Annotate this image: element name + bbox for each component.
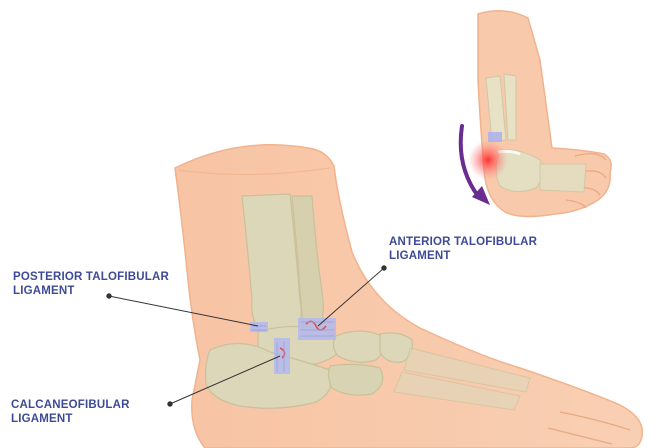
label-calcaneofibular-line1: CALCANEOFIBULAR: [11, 398, 130, 412]
label-posterior-line2: LIGAMENT: [13, 284, 169, 298]
calcaneofibular-ligament: [274, 338, 290, 374]
injury-glow: [468, 140, 508, 180]
anterior-talofibular-ligament: [298, 318, 336, 340]
navicular-bone: [333, 331, 384, 362]
label-anterior-talofibular-ligament: ANTERIOR TALOFIBULAR LIGAMENT: [389, 235, 537, 263]
label-posterior-line1: POSTERIOR TALOFIBULAR: [13, 270, 169, 284]
label-posterior-talofibular-ligament: POSTERIOR TALOFIBULAR LIGAMENT: [13, 270, 169, 298]
label-anterior-line2: LIGAMENT: [389, 249, 537, 263]
cuboid-bone: [328, 364, 382, 395]
label-calcaneofibular-ligament: CALCANEOFIBULAR LIGAMENT: [11, 398, 130, 426]
posterior-talofibular-ligament: [250, 322, 268, 332]
inset-metatarsals: [540, 164, 586, 192]
label-anterior-line1: ANTERIOR TALOFIBULAR: [389, 235, 537, 249]
label-calcaneofibular-line2: LIGAMENT: [11, 412, 130, 426]
inset-sprained-foot: [461, 11, 611, 217]
